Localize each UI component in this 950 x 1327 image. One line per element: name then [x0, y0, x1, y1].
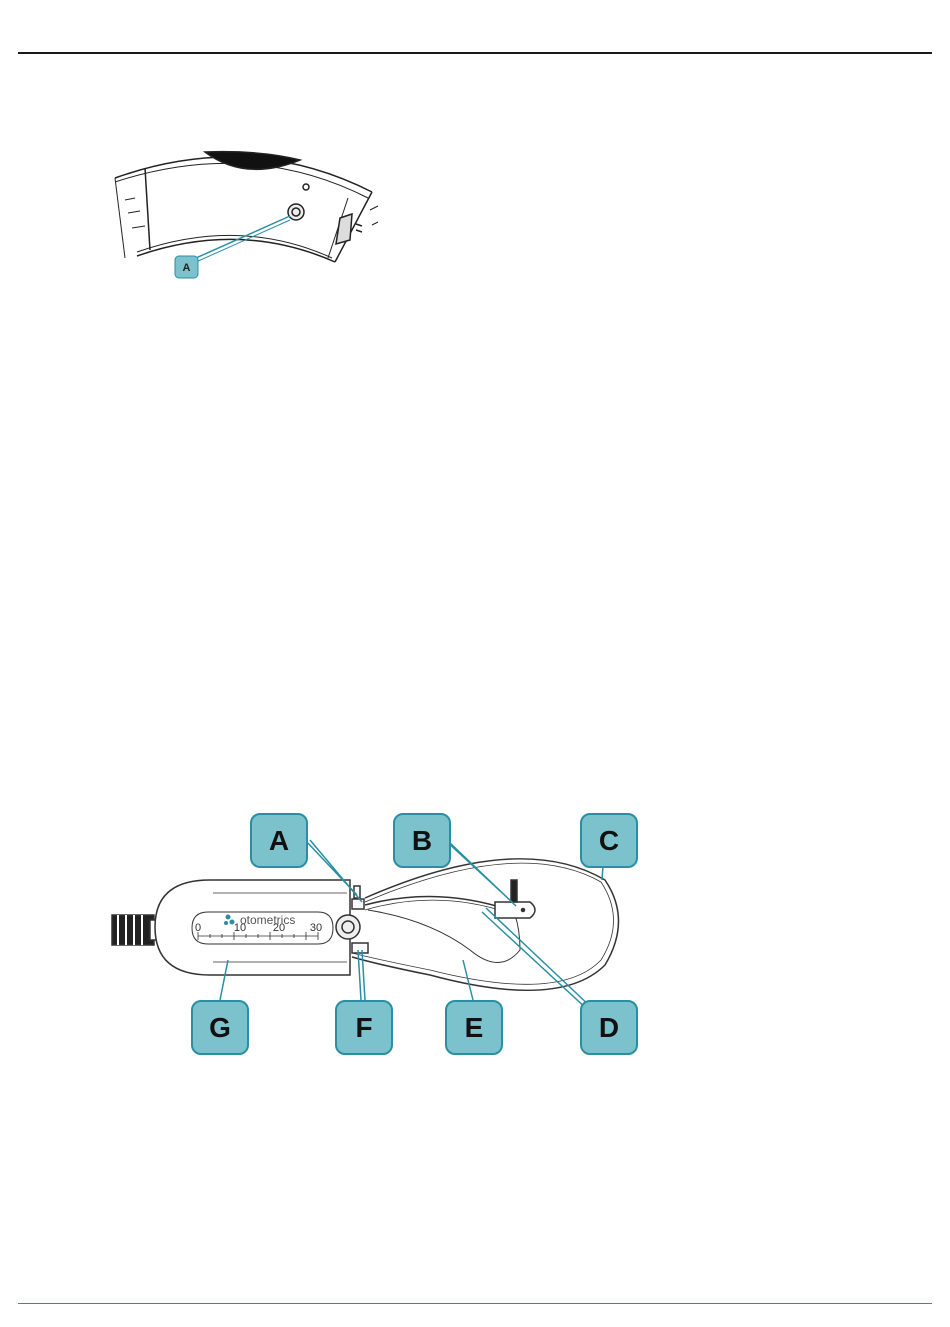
callout-label-C: C	[599, 825, 619, 856]
scale-label-30: 30	[310, 922, 322, 934]
callout-label-B: B	[412, 825, 432, 856]
callout-B: B	[394, 814, 450, 867]
brand-name: otometrics	[240, 913, 295, 927]
callout-A: A	[251, 814, 307, 867]
callout-label-G: G	[209, 1012, 231, 1043]
callout-label-D: D	[599, 1012, 619, 1043]
callout-D: D	[581, 1001, 637, 1054]
callout-F: F	[336, 1001, 392, 1054]
callout-label-F: F	[355, 1012, 372, 1043]
callout-label-A: A	[269, 825, 289, 856]
probe-drawing	[112, 859, 619, 990]
footer-rule	[18, 1303, 932, 1304]
callout-label-E: E	[465, 1012, 484, 1043]
scale-label-0: 0	[195, 922, 201, 934]
knob-drawing	[336, 915, 360, 939]
callout-E: E	[446, 1001, 502, 1054]
callout-G: G	[192, 1001, 248, 1054]
callout-C: C	[581, 814, 637, 867]
